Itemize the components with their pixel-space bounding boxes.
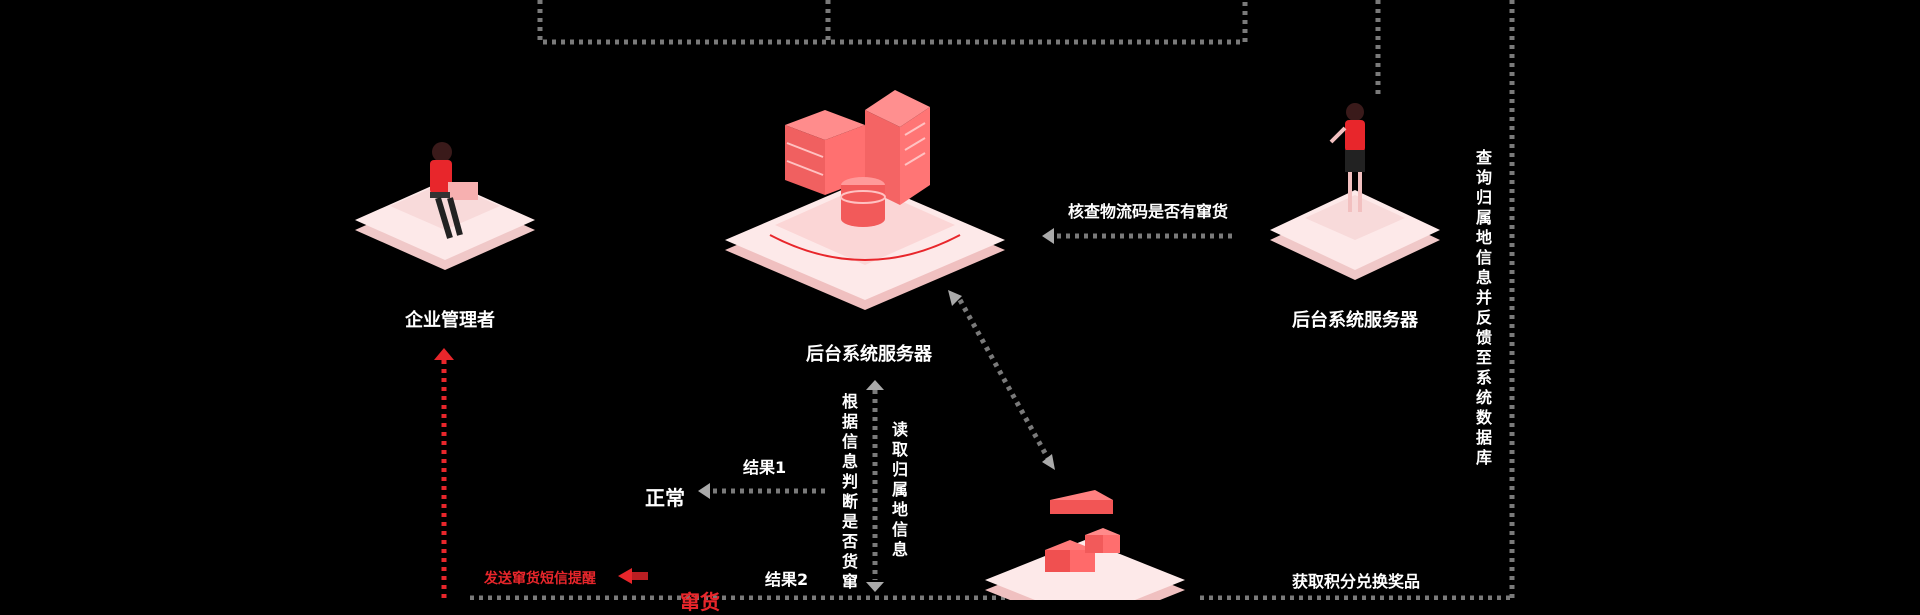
red-arrow-head <box>434 348 454 360</box>
arrow-head-down <box>866 582 884 592</box>
check-code-label: 核查物流码是否有窜货 <box>1068 202 1229 221</box>
arrow-head-left <box>1042 228 1054 244</box>
crossing-label: 窜货 <box>680 590 720 614</box>
goods-illustration <box>985 490 1185 600</box>
arrow-head-up-diag <box>948 290 962 306</box>
judge-label: 根据信息判断是否货窜 <box>841 392 858 591</box>
sms-arrow-head <box>618 568 632 584</box>
redeem-label: 获取积分兑换奖品 <box>1292 572 1421 591</box>
arrow-head-down-diag <box>1042 454 1055 470</box>
result2-label: 结果2 <box>765 570 809 589</box>
admin-label: 企业管理者 <box>405 310 495 331</box>
read-location-label: 读取归属地信息 <box>891 420 908 559</box>
server-center-illustration <box>725 90 1005 310</box>
admin-illustration <box>355 142 535 270</box>
server-right-illustration <box>1270 103 1440 280</box>
connector-lines <box>434 0 1515 600</box>
server-center-label: 后台系统服务器 <box>806 344 932 365</box>
arrow-head-up <box>866 380 884 390</box>
result1-label: 结果1 <box>743 458 787 477</box>
normal-label: 正常 <box>645 486 685 510</box>
top-frame-line <box>537 0 1248 45</box>
sms-alert-label: 发送窜货短信提醒 <box>484 571 596 587</box>
arrow-head-normal <box>698 483 710 499</box>
diagonal-line <box>957 298 1053 464</box>
server-right-label: 后台系统服务器 <box>1292 310 1418 331</box>
query-location-label: 查询归属地信息并反馈至系统数据库 <box>1475 148 1492 467</box>
